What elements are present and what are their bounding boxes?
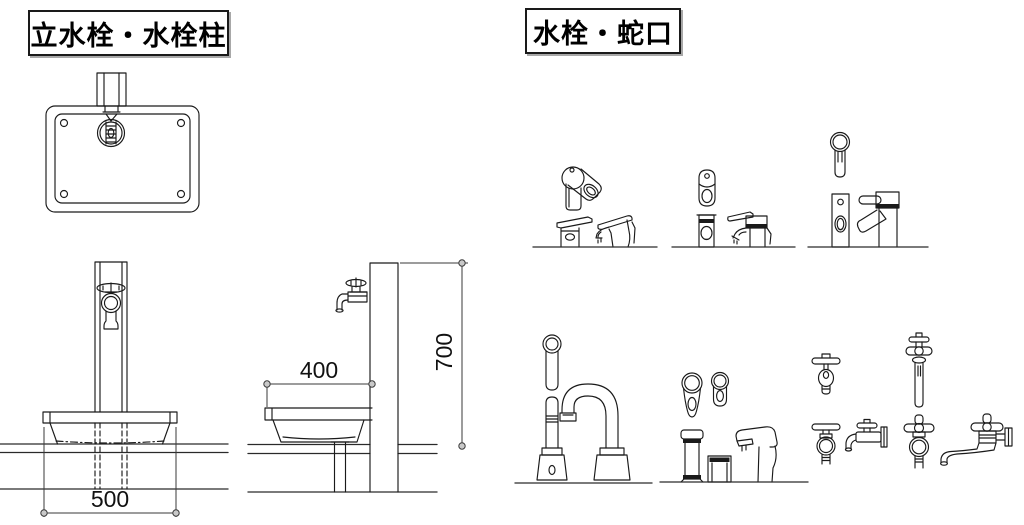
pillar-side [369, 262, 399, 493]
two-hole-lever-faucet-drawing [659, 371, 809, 483]
dimension-500: 500 [40, 427, 180, 517]
cross-handle-faucet-small-icon [811, 353, 841, 395]
two-hole-lever-faucet-icon [659, 371, 809, 483]
basin-side [264, 407, 373, 493]
single-lever-mixer-3-icon [807, 131, 929, 248]
section-label-standpipe: 立水栓・水栓柱 [28, 10, 229, 56]
faucet-pillar-plan-view [45, 72, 200, 213]
dimension-text-pillar-height: 700 [431, 333, 457, 371]
faucet-pillar-front-view-drawing: 500 [0, 261, 229, 517]
swing-spout-faucet-icon [940, 413, 1013, 466]
section-label-faucet: 水栓・蛇口 [525, 8, 681, 54]
cross-handle-top-icon [96, 118, 126, 148]
faucet-pillar-plan-view-drawing [45, 72, 200, 213]
tap-front-icon [96, 282, 126, 330]
single-lever-mixer-2-drawing [671, 169, 796, 248]
long-stem-faucet-icon [905, 332, 933, 408]
dimension-text-basin-depth: 400 [300, 357, 338, 383]
dimension-400: 400 [263, 357, 376, 407]
ground-lines-front [0, 443, 229, 490]
single-lever-mixer-2-icon [671, 169, 796, 248]
cross-handle-faucet-large-icon [903, 414, 935, 469]
ground-lines-side [247, 443, 438, 493]
dimension-text-basin-width: 500 [91, 486, 129, 512]
dimension-700: 700 [400, 259, 468, 450]
cross-handle-faucets-drawing [811, 332, 1013, 469]
wall-faucet-side-icon [844, 418, 888, 452]
basin-front [42, 411, 178, 445]
single-lever-mixer-1-icon [532, 166, 658, 248]
faucet-pillar-side-view-drawing: 400 700 [247, 259, 468, 493]
pillar-front [94, 261, 128, 490]
gooseneck-faucet-drawing [514, 334, 653, 484]
single-lever-mixer-3-drawing [807, 131, 929, 248]
cross-handle-valve-front-icon [811, 423, 841, 465]
single-lever-mixer-1-drawing [532, 166, 658, 248]
tap-side-icon [335, 277, 368, 313]
gooseneck-faucet-icon [514, 334, 653, 484]
